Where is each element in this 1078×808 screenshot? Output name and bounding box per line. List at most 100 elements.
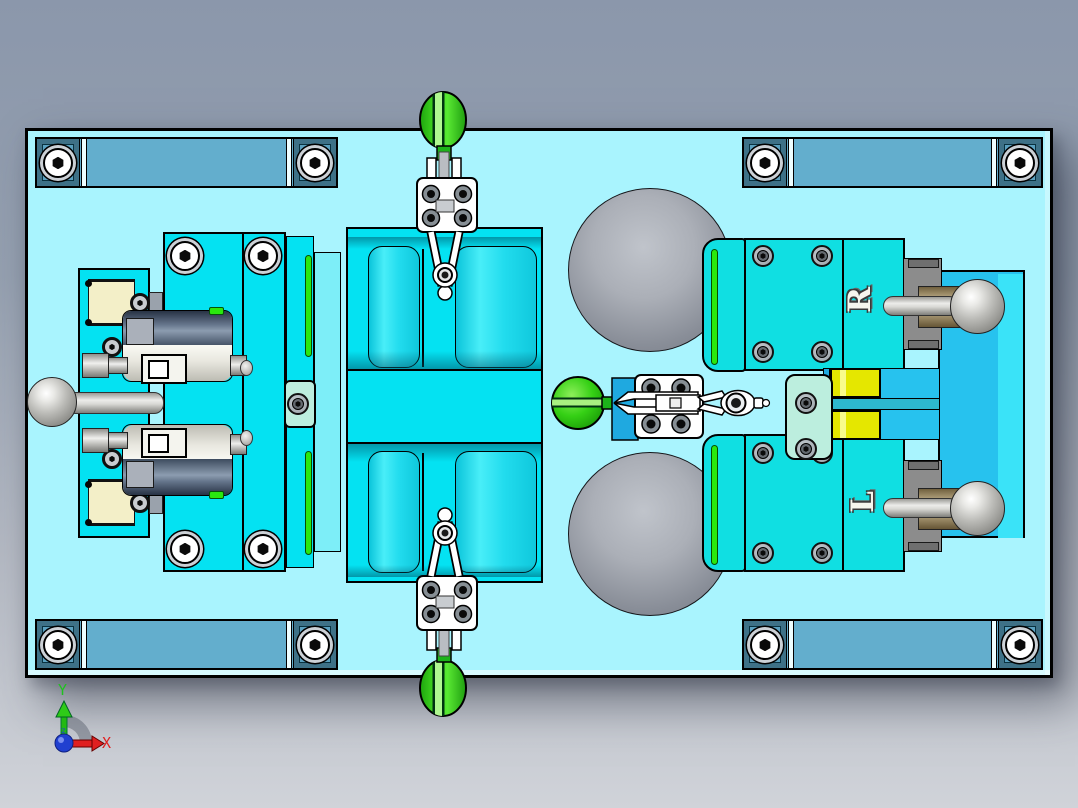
clamp-bar-strip bbox=[286, 621, 292, 668]
hex-socket-icon bbox=[819, 253, 825, 259]
clamp-knob[interactable] bbox=[419, 90, 467, 161]
socket-screw[interactable] bbox=[43, 148, 73, 178]
socket-screw[interactable] bbox=[811, 245, 833, 267]
socket-screw[interactable] bbox=[795, 392, 817, 414]
clamp-knob[interactable] bbox=[550, 376, 616, 430]
contour-line bbox=[348, 369, 541, 371]
clamp-bar-strip bbox=[991, 621, 997, 668]
left-fixture-main-block[interactable] bbox=[163, 232, 286, 572]
seal-gasket-line bbox=[712, 446, 717, 564]
swivel-pad[interactable] bbox=[432, 262, 458, 288]
clamp-knob[interactable] bbox=[419, 647, 467, 718]
workpiece-seat-lower[interactable] bbox=[702, 434, 746, 572]
clamp-bar-end bbox=[998, 621, 1041, 668]
pin-dot bbox=[85, 481, 92, 488]
hex-socket-icon bbox=[819, 550, 825, 556]
socket-screw[interactable] bbox=[811, 341, 833, 363]
hex-socket-icon bbox=[309, 638, 321, 652]
contour-line bbox=[422, 453, 424, 571]
socket-screw[interactable] bbox=[811, 542, 833, 564]
guide-step bbox=[908, 340, 939, 349]
wear-plate-lower[interactable] bbox=[830, 410, 881, 440]
socket-screw[interactable] bbox=[752, 341, 774, 363]
hex-socket-icon bbox=[137, 299, 143, 307]
swivel-pad[interactable] bbox=[432, 520, 458, 546]
wear-plate-upper[interactable] bbox=[830, 368, 881, 398]
shading bbox=[348, 565, 541, 577]
clamp-bar-top-left[interactable] bbox=[35, 137, 338, 188]
socket-screw[interactable] bbox=[752, 245, 774, 267]
plunger-lower[interactable] bbox=[82, 428, 109, 453]
contour-line bbox=[422, 249, 424, 367]
origin-highlight bbox=[58, 737, 64, 743]
socket-screw[interactable] bbox=[170, 241, 200, 271]
toggle-clamp-middle[interactable] bbox=[548, 358, 798, 450]
indicator-marker bbox=[209, 491, 224, 499]
clamp-bar-top-right[interactable] bbox=[742, 137, 1043, 188]
orientation-triad[interactable]: z Y X bbox=[40, 675, 130, 760]
clamp-arm bbox=[613, 390, 728, 416]
hex-socket-icon bbox=[179, 249, 191, 263]
socket-screw[interactable] bbox=[752, 542, 774, 564]
socket-screw[interactable] bbox=[102, 449, 122, 469]
clamp-bar-end bbox=[37, 621, 80, 668]
socket-screw[interactable] bbox=[102, 337, 122, 357]
y-axis-label: Y bbox=[58, 681, 67, 699]
clamp-base[interactable] bbox=[416, 575, 478, 631]
guide-step bbox=[908, 461, 939, 470]
socket-screw[interactable] bbox=[750, 148, 780, 178]
clamp-bar-bottom-left[interactable] bbox=[35, 619, 338, 670]
dial-indicator-upper[interactable] bbox=[122, 307, 247, 384]
handle-shaft bbox=[883, 296, 959, 316]
socket-screw[interactable] bbox=[1005, 148, 1035, 178]
hex-socket-icon bbox=[1014, 638, 1026, 652]
spring-pad-lower[interactable] bbox=[88, 479, 135, 526]
left-fixture-jaw-column-outer[interactable] bbox=[314, 252, 341, 552]
hex-socket-icon bbox=[109, 455, 115, 463]
locating-pin bbox=[240, 360, 253, 376]
socket-screw[interactable] bbox=[130, 493, 150, 513]
ball-handle-right-lower[interactable] bbox=[950, 481, 1005, 536]
workpiece-seat-upper[interactable] bbox=[702, 238, 746, 372]
socket-screw[interactable] bbox=[300, 630, 330, 660]
z-axis-glyph: z bbox=[61, 726, 66, 735]
clamp-bar-strip bbox=[81, 139, 87, 186]
indicator-stem-clamp bbox=[141, 354, 187, 384]
socket-screw[interactable] bbox=[43, 630, 73, 660]
socket-screw[interactable] bbox=[248, 534, 278, 564]
socket-screw[interactable] bbox=[1005, 630, 1035, 660]
triad-arc bbox=[64, 715, 92, 743]
pin-dot bbox=[85, 280, 92, 287]
handle-shaft bbox=[66, 392, 164, 414]
socket-screw[interactable] bbox=[170, 534, 200, 564]
clamp-bar-strip bbox=[991, 139, 997, 186]
engraved-letter-R: R bbox=[842, 287, 878, 313]
plunger-upper[interactable] bbox=[82, 353, 109, 378]
socket-screw[interactable] bbox=[752, 442, 774, 464]
clamp-bar-strip bbox=[286, 139, 292, 186]
socket-screw[interactable] bbox=[300, 148, 330, 178]
socket-screw[interactable] bbox=[287, 393, 309, 415]
clamp-bar-bottom-right[interactable] bbox=[742, 619, 1043, 670]
indicator-marker bbox=[209, 307, 224, 315]
socket-screw[interactable] bbox=[750, 630, 780, 660]
clamp-base[interactable] bbox=[416, 177, 478, 233]
toggle-clamp-bottom[interactable] bbox=[410, 505, 480, 720]
locator-pad-right[interactable] bbox=[785, 374, 833, 460]
indicator-clamp-tab bbox=[126, 461, 154, 488]
swivel-pad[interactable] bbox=[720, 389, 771, 417]
hex-socket-icon bbox=[1014, 156, 1026, 170]
highlight-stripe bbox=[840, 412, 846, 438]
hex-socket-icon bbox=[137, 499, 143, 507]
dial-indicator-lower[interactable] bbox=[122, 424, 247, 499]
socket-screw[interactable] bbox=[248, 241, 278, 271]
ball-handle-left[interactable] bbox=[27, 377, 77, 427]
socket-screw[interactable] bbox=[795, 438, 817, 460]
hex-socket-icon bbox=[179, 542, 191, 556]
toggle-clamp-top[interactable] bbox=[410, 88, 480, 303]
hex-socket-icon bbox=[760, 253, 766, 259]
ball-handle-right-upper[interactable] bbox=[950, 279, 1005, 334]
center-channel bbox=[829, 398, 939, 410]
hex-socket-icon bbox=[52, 156, 64, 170]
